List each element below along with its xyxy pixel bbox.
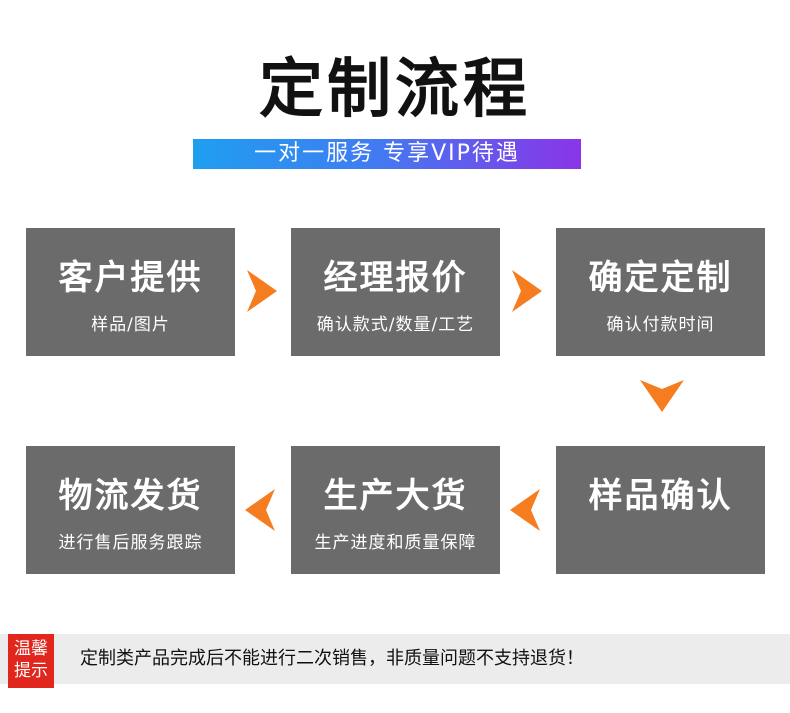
step-sample-confirm: 样品确认 xyxy=(556,446,765,574)
arrow-right-icon xyxy=(512,270,542,312)
step-title: 经理报价 xyxy=(323,258,468,298)
notice-badge: 温馨 提示 xyxy=(8,634,54,688)
step-desc: 生产进度和质量保障 xyxy=(314,533,477,553)
notice-text: 定制类产品完成后不能进行二次销售，非质量问题不支持退货！ xyxy=(80,648,584,669)
step-desc: 进行售后服务跟踪 xyxy=(58,533,203,553)
step-mass-production: 生产大货 生产进度和质量保障 xyxy=(291,446,500,574)
step-title: 客户提供 xyxy=(58,258,203,298)
step-confirm-order: 确定定制 确认付款时间 xyxy=(556,228,765,356)
step-title: 确定定制 xyxy=(588,258,733,298)
step-desc: 确认款式/数量/工艺 xyxy=(316,315,475,335)
page-title: 定制流程 xyxy=(259,53,531,127)
arrow-left-icon xyxy=(245,489,275,531)
notice-badge-line2: 提示 xyxy=(14,661,48,681)
step-desc: 样品/图片 xyxy=(91,315,170,335)
step-title: 样品确认 xyxy=(588,476,733,516)
arrow-right-icon xyxy=(247,270,277,312)
step-title: 生产大货 xyxy=(323,476,468,516)
notice-badge-line1: 温馨 xyxy=(14,639,48,659)
step-manager-quote: 经理报价 确认款式/数量/工艺 xyxy=(291,228,500,356)
subtitle-banner: 一对一服务 专享VIP待遇 xyxy=(193,139,581,169)
step-customer-provide: 客户提供 样品/图片 xyxy=(26,228,235,356)
step-title: 物流发货 xyxy=(58,476,203,516)
arrow-left-icon xyxy=(510,489,540,531)
step-logistics: 物流发货 进行售后服务跟踪 xyxy=(26,446,235,574)
arrow-down-icon xyxy=(640,380,684,412)
notice-bar xyxy=(0,634,790,684)
step-desc: 确认付款时间 xyxy=(606,315,715,335)
